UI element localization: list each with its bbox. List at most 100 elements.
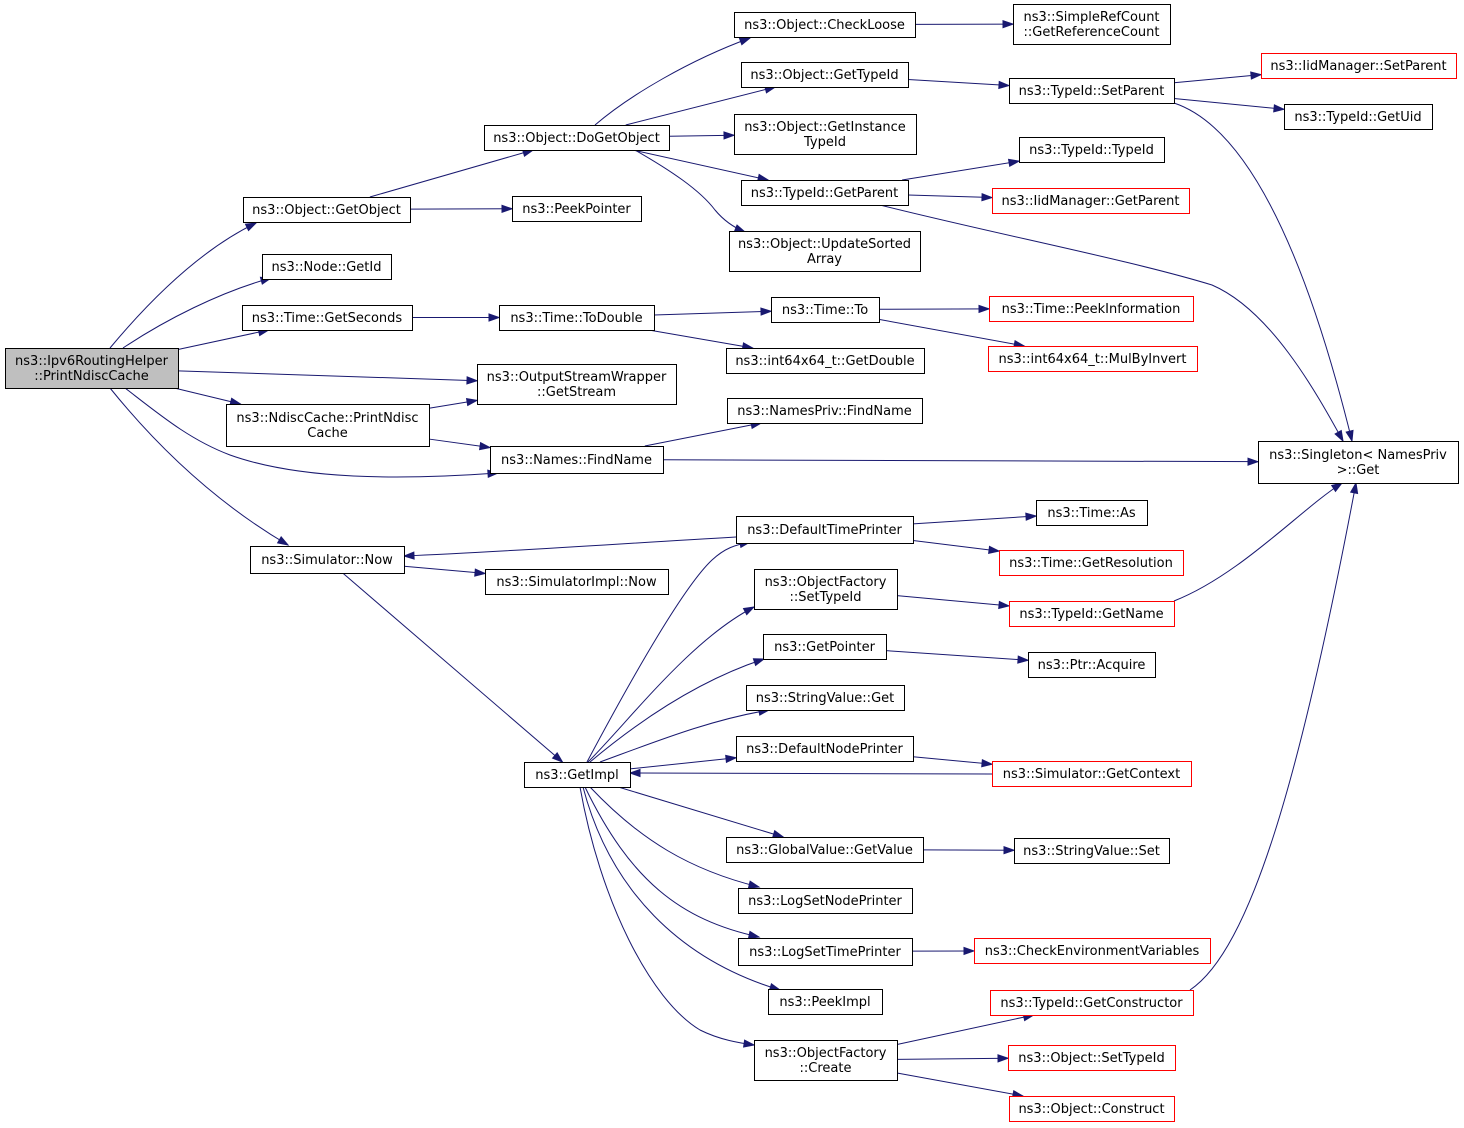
node-box xyxy=(226,404,430,447)
node-ndisc[interactable]: ns3::NdiscCache::PrintNdiscCache xyxy=(226,404,430,447)
node-box xyxy=(989,296,1194,322)
edge-dogetobject-to-checkloose xyxy=(594,37,751,126)
node-factsettypeid[interactable]: ns3::ObjectFactory::SetTypeId xyxy=(754,569,898,610)
node-getid[interactable]: ns3::Node::GetId xyxy=(262,254,392,280)
edge-factcreate-to-objconstruct xyxy=(896,1072,1024,1097)
edge-root-to-findname xyxy=(124,387,499,478)
edge-defaulttimeprinter-to-timeas-arrowhead xyxy=(1025,512,1038,521)
edge-setparent-to-singletonget-arrowhead xyxy=(1345,429,1354,443)
node-defaulttimeprinter[interactable]: ns3::DefaultTimePrinter xyxy=(736,516,914,544)
node-label: ns3::ObjectFactory xyxy=(765,1046,887,1061)
edge-getparent-to-typeidtypeid xyxy=(902,160,1020,181)
edge-getseconds-to-todouble-arrowhead xyxy=(488,313,501,322)
node-label: ::GetStream xyxy=(537,385,616,400)
node-getobject[interactable]: ns3::Object::GetObject xyxy=(243,197,411,223)
edge-logtimeprinter-to-checkenv-arrowhead xyxy=(963,946,976,956)
node-box xyxy=(999,550,1184,576)
node-label: ns3::Simulator::GetContext xyxy=(1003,767,1180,782)
node-objsettypeid[interactable]: ns3::Object::SetTypeId xyxy=(1008,1045,1176,1071)
node-root[interactable]: ns3::Ipv6RoutingHelper::PrintNdiscCache xyxy=(5,348,179,389)
node-label: >::Get xyxy=(1337,463,1380,478)
node-getparent[interactable]: ns3::TypeId::GetParent xyxy=(741,180,909,206)
node-singletonget[interactable]: ns3::Singleton< NamesPriv>::Get xyxy=(1258,441,1459,484)
node-label: ns3::DefaultTimePrinter xyxy=(747,523,902,538)
node-box xyxy=(524,762,631,788)
node-getresolution[interactable]: ns3::Time::GetResolution xyxy=(999,550,1184,576)
node-gettypeid[interactable]: ns3::Object::GetTypeId xyxy=(741,62,909,88)
node-box xyxy=(734,12,916,38)
edge-timeto-to-peekinfo-arrowhead xyxy=(978,304,991,314)
node-globalgetvalue[interactable]: ns3::GlobalValue::GetValue xyxy=(726,837,924,863)
node-label: ns3::Object::GetTypeId xyxy=(750,68,898,83)
node-box xyxy=(763,634,887,660)
node-getpointer[interactable]: ns3::GetPointer xyxy=(763,634,887,660)
node-box xyxy=(1009,1096,1175,1122)
node-getstream[interactable]: ns3::OutputStreamWrapper::GetStream xyxy=(477,364,677,405)
node-defaultnodeprinter[interactable]: ns3::DefaultNodePrinter xyxy=(736,736,914,762)
node-todouble[interactable]: ns3::Time::ToDouble xyxy=(499,305,655,331)
edge-getobject-to-peekpointer-arrowhead xyxy=(501,204,514,214)
node-box xyxy=(741,62,909,88)
node-findname[interactable]: ns3::Names::FindName xyxy=(490,446,664,474)
node-logtimeprinter[interactable]: ns3::LogSetTimePrinter xyxy=(738,938,913,966)
node-privfindname[interactable]: ns3::NamesPriv::FindName xyxy=(727,398,923,424)
edge-root-to-getstream-arrowhead xyxy=(466,376,479,385)
node-getuid[interactable]: ns3::TypeId::GetUid xyxy=(1284,104,1433,130)
edge-getname-to-singletonget xyxy=(1173,482,1343,602)
node-label: ns3::Time::GetResolution xyxy=(1009,556,1173,571)
node-peekpointer[interactable]: ns3::PeekPointer xyxy=(512,196,642,222)
node-timeas[interactable]: ns3::Time::As xyxy=(1036,500,1148,526)
node-iidgetparent[interactable]: ns3::IidManager::GetParent xyxy=(992,188,1190,214)
node-dogetobject[interactable]: ns3::Object::DoGetObject xyxy=(484,125,670,151)
edge-setparent-to-getuid xyxy=(1173,98,1285,110)
node-simimplnow[interactable]: ns3::SimulatorImpl::Now xyxy=(485,569,669,595)
node-box xyxy=(5,348,179,389)
edge-ndisc-to-findname-arrowhead xyxy=(479,441,492,451)
node-checkloose[interactable]: ns3::Object::CheckLoose xyxy=(734,12,916,38)
node-getimpl[interactable]: ns3::GetImpl xyxy=(524,762,631,788)
edge-findname-to-singletonget xyxy=(662,459,1259,463)
node-getconstructor[interactable]: ns3::TypeId::GetConstructor xyxy=(990,990,1194,1016)
node-label: Cache xyxy=(307,426,347,441)
node-peekimpl[interactable]: ns3::PeekImpl xyxy=(768,989,883,1015)
node-label: ns3::Time::ToDouble xyxy=(510,311,642,326)
node-label: ns3::Singleton< NamesPriv xyxy=(1269,448,1447,463)
node-typeidtypeid[interactable]: ns3::TypeId::TypeId xyxy=(1019,137,1165,163)
node-getcontext[interactable]: ns3::Simulator::GetContext xyxy=(992,761,1192,787)
edge-getimpl-to-getpointer-arrowhead xyxy=(752,658,766,667)
node-label: ns3::SimulatorImpl::Now xyxy=(496,575,657,590)
edge-dogetobject-to-checkloose-arrowhead xyxy=(738,37,752,46)
node-now[interactable]: ns3::Simulator::Now xyxy=(250,546,405,574)
edge-defaulttimeprinter-to-getresolution-arrowhead xyxy=(988,545,1001,554)
node-label: ns3::TypeId::GetUid xyxy=(1294,110,1421,125)
node-getname[interactable]: ns3::TypeId::GetName xyxy=(1009,601,1175,627)
node-getdouble[interactable]: ns3::int64x64_t::GetDouble xyxy=(726,348,925,374)
node-peekinfo[interactable]: ns3::Time::PeekInformation xyxy=(989,296,1194,322)
node-getseconds[interactable]: ns3::Time::GetSeconds xyxy=(242,305,413,331)
node-box xyxy=(988,346,1198,372)
node-label: ns3::Names::FindName xyxy=(501,453,652,468)
node-timeto[interactable]: ns3::Time::To xyxy=(771,297,880,323)
node-iidsetparent[interactable]: ns3::IidManager::SetParent xyxy=(1261,53,1457,79)
edge-setparent-to-singletonget xyxy=(1173,102,1353,442)
node-ptracquire[interactable]: ns3::Ptr::Acquire xyxy=(1028,652,1156,678)
node-box xyxy=(726,837,924,863)
node-stringvalueset[interactable]: ns3::StringValue::Set xyxy=(1014,838,1170,864)
node-getrefcount[interactable]: ns3::SimpleRefCount::GetReferenceCount xyxy=(1013,4,1171,45)
edge-getimpl-to-stringvalueget xyxy=(599,709,770,763)
edge-getcontext-to-getimpl xyxy=(629,772,993,775)
node-mulbyinvert[interactable]: ns3::int64x64_t::MulByInvert xyxy=(988,346,1198,372)
node-lognodeprinter[interactable]: ns3::LogSetNodePrinter xyxy=(738,888,913,914)
node-label: ns3::TypeId::GetParent xyxy=(751,186,899,201)
node-objconstruct[interactable]: ns3::Object::Construct xyxy=(1009,1096,1175,1122)
node-checkenv[interactable]: ns3::CheckEnvironmentVariables xyxy=(974,938,1211,964)
node-setparent[interactable]: ns3::TypeId::SetParent xyxy=(1009,78,1175,104)
edge-now-to-simimplnow xyxy=(403,565,486,574)
edge-getimpl-to-defaultnodeprinter-arrowhead xyxy=(725,754,738,764)
node-stringvalueget[interactable]: ns3::StringValue::Get xyxy=(746,685,905,711)
node-factcreate[interactable]: ns3::ObjectFactory::Create xyxy=(754,1040,898,1081)
edge-timeto-to-mulbyinvert xyxy=(878,318,1025,347)
